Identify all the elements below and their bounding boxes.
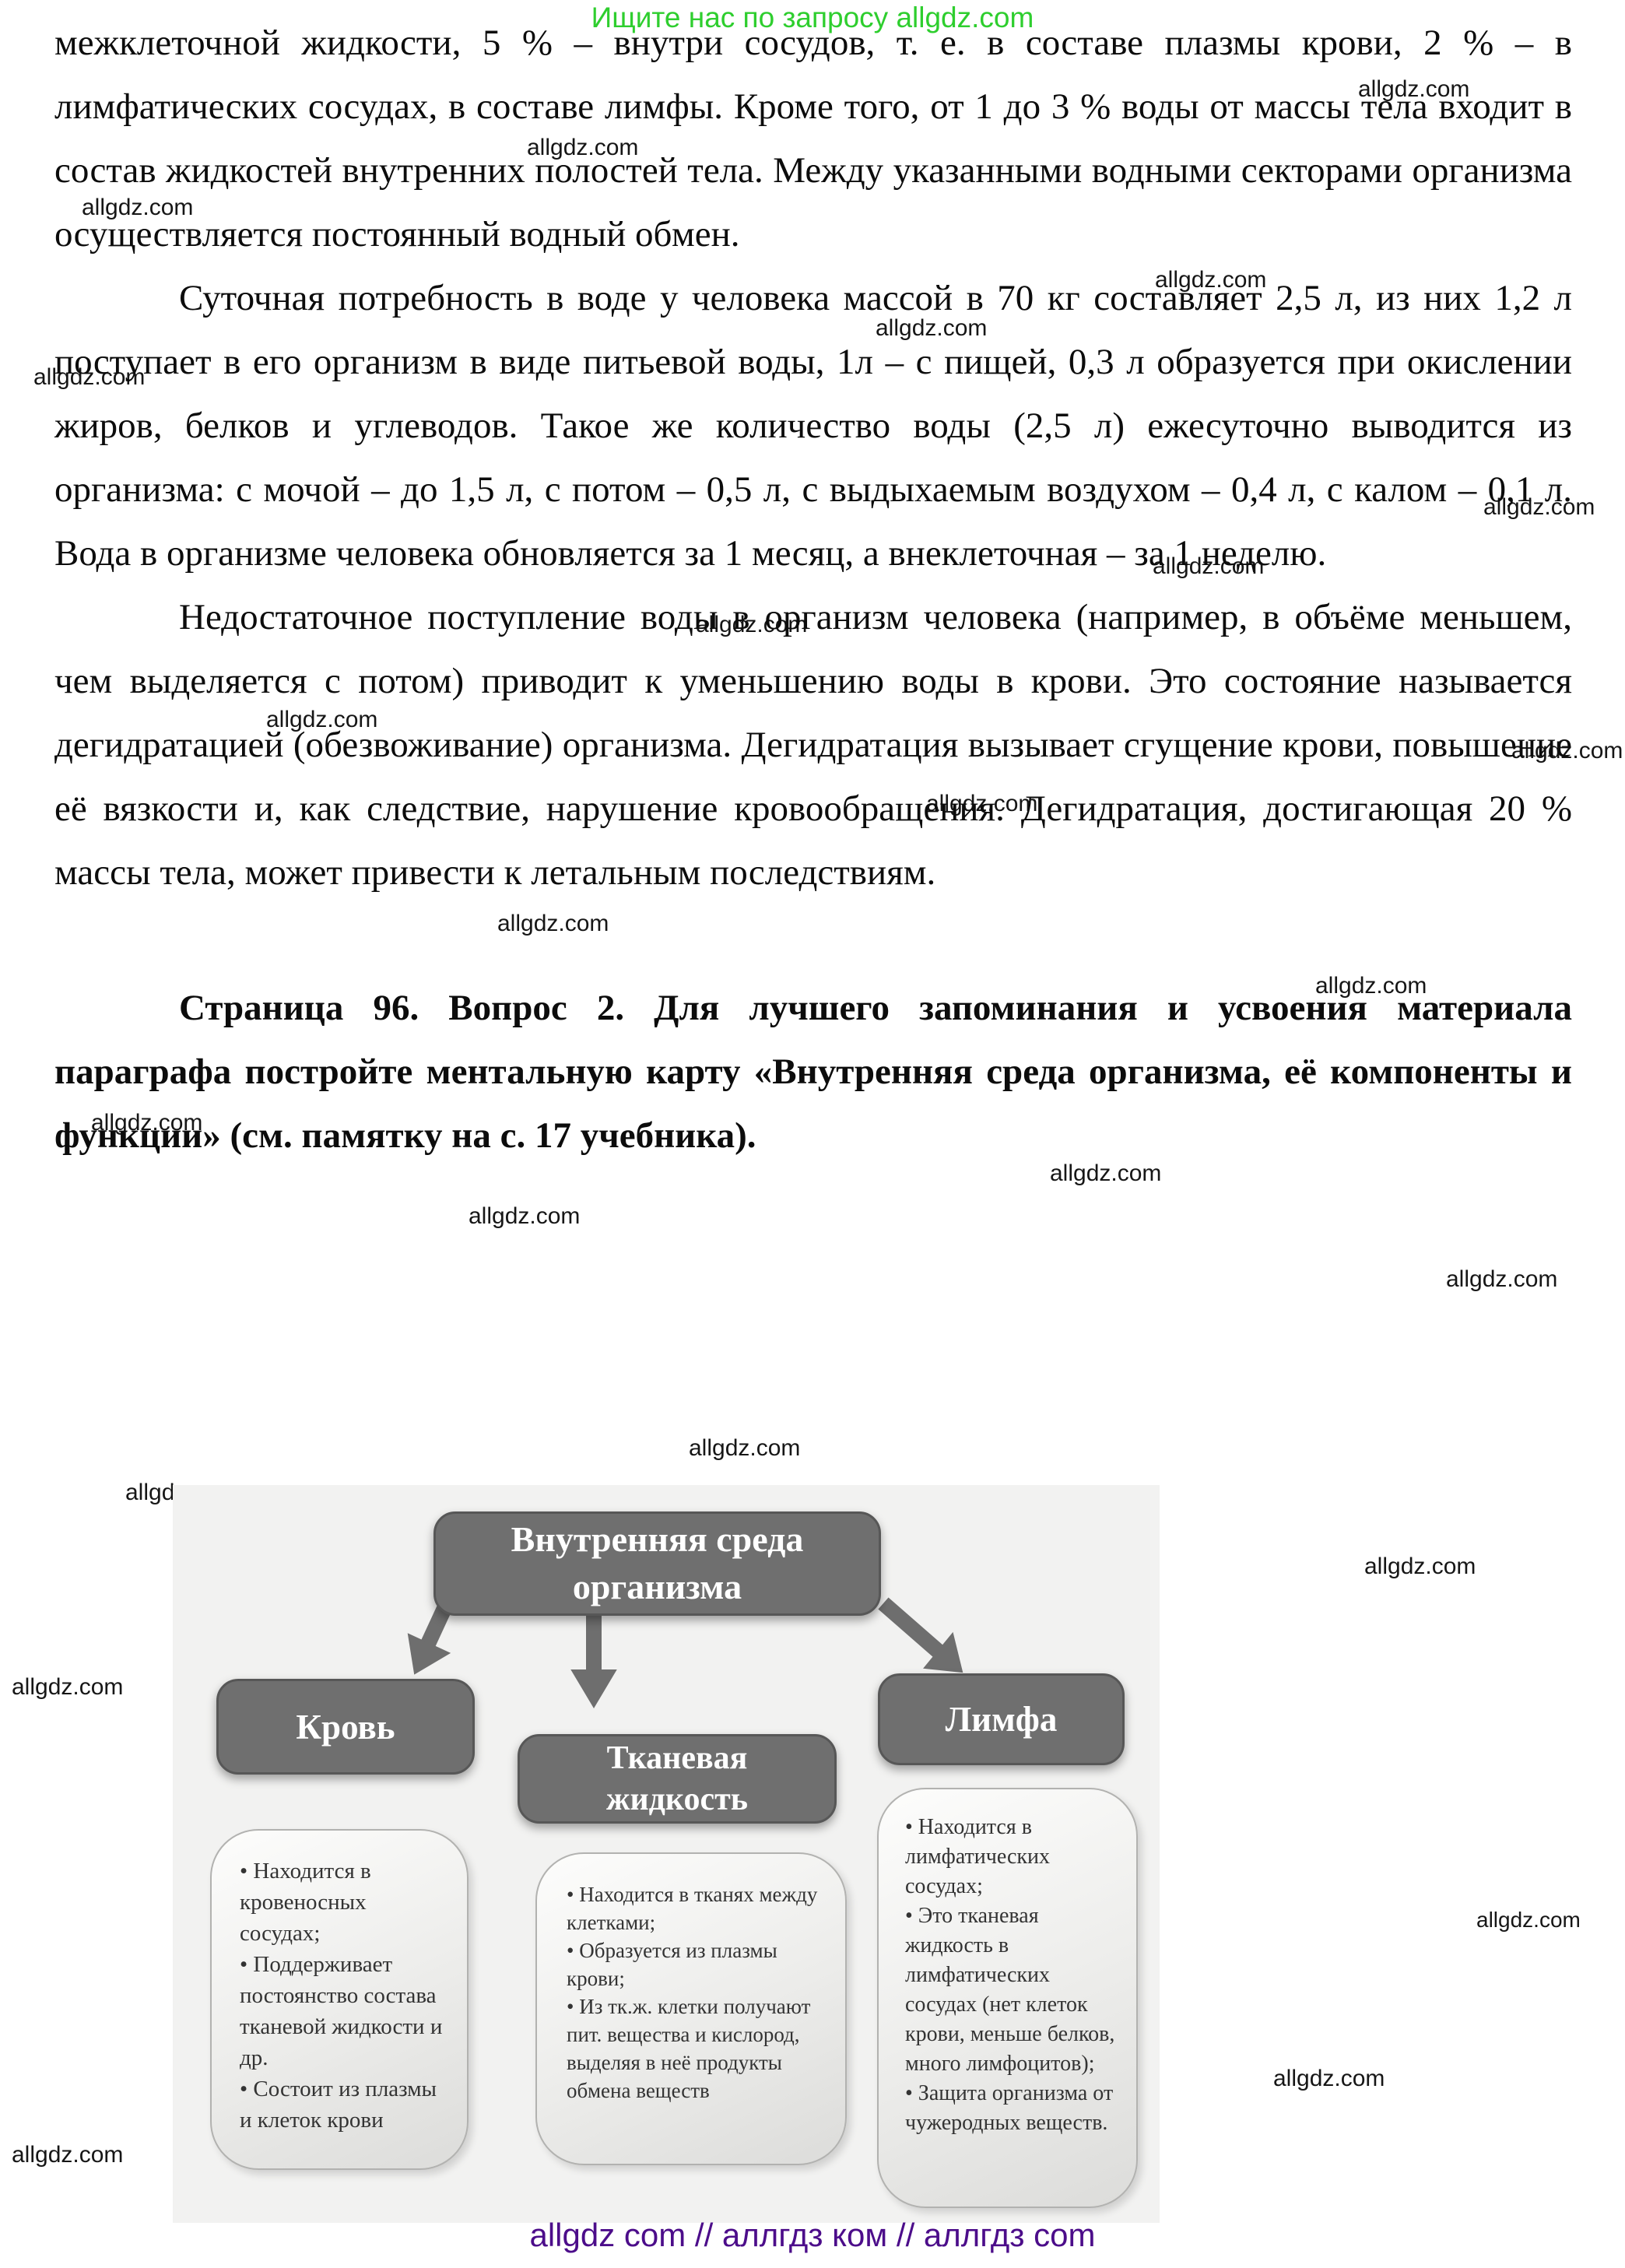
watermark: allgdz.com xyxy=(926,791,1038,816)
top-banner: Ищите нас по запросу allgdz.com xyxy=(591,2,1034,33)
lymph-point: • Защита организма от чужеродных веществ… xyxy=(905,2081,1114,2135)
lymph-point: • Находится в лимфатических сосудах; xyxy=(905,1815,1050,1898)
watermark: allgdz.com xyxy=(1155,267,1267,293)
watermark: allgdz.com xyxy=(12,2142,124,2168)
node-internal-environment: Внутренняя среда организма xyxy=(433,1511,881,1616)
watermark: allgdz.com xyxy=(527,135,639,160)
blood-point: • Поддерживает постоянство состава ткане… xyxy=(240,1952,443,2070)
watermark: allgdz.com xyxy=(876,315,988,341)
tissue-fluid-point: • Из тк.ж. клетки получают пит. вещества… xyxy=(567,1995,811,2102)
tissue-fluid-point: • Образуется из плазмы крови; xyxy=(567,1939,777,1990)
blood-point: • Состоит из плазмы и клеток крови xyxy=(240,2077,437,2133)
watermark: allgdz.com xyxy=(497,911,609,936)
watermark: allgdz.com xyxy=(696,612,808,637)
lymph-point: • Это тканевая жидкость в лимфатических … xyxy=(905,1904,1115,2076)
watermark: allgdz.com xyxy=(469,1203,581,1229)
tissue-fluid-point: • Находится в тканях между клетками; xyxy=(567,1883,818,1934)
node-blood: Кровь xyxy=(216,1679,475,1775)
watermark: allgdz.com xyxy=(266,707,378,732)
blood-point: • Находится в кровеносных сосудах; xyxy=(240,1859,371,1946)
watermark: allgdz.com xyxy=(1446,1266,1558,1292)
article-text: межклеточной жидкости, 5 % – внутри сосу… xyxy=(54,11,1572,1167)
lymph-points-box: • Находится в лимфатических сосудах; • Э… xyxy=(877,1788,1138,2208)
paragraph-daily-need: Суточная потребность в воде у человека м… xyxy=(54,278,1572,574)
watermark: allgdz.com xyxy=(689,1435,801,1461)
watermark: allgdz.com xyxy=(33,364,146,390)
watermark: allgdz.com xyxy=(1476,1908,1581,1932)
watermark: allgdz.com xyxy=(1511,738,1623,764)
watermark: allgdz.com xyxy=(82,195,194,220)
watermark: allgdz.com xyxy=(1153,553,1265,579)
tissue-fluid-points-box: • Находится в тканях между клетками; • О… xyxy=(535,1852,847,2165)
paragraph-question-2: Страница 96. Вопрос 2. Для лучшего запом… xyxy=(54,988,1572,1156)
node-lymph: Лимфа xyxy=(878,1673,1125,1765)
blood-points-box: • Находится в кровеносных сосудах; • Под… xyxy=(210,1829,469,2170)
node-tissue-fluid: Тканевая жидкость xyxy=(518,1734,837,1824)
bottom-banner: allgdz com // аллгдз ком // аллгдз com xyxy=(529,2217,1096,2253)
watermark: allgdz.com xyxy=(12,1674,124,1700)
watermark: allgdz.com xyxy=(1050,1160,1162,1186)
watermark: allgdz.com xyxy=(1358,76,1470,102)
mind-map-diagram: Внутренняя среда организма Кровь Тканева… xyxy=(173,1485,1160,2223)
paragraph-dehydration: Недостаточное поступление воды в организ… xyxy=(54,597,1572,893)
watermark: allgdz.com xyxy=(91,1110,203,1136)
watermark: allgdz.com xyxy=(1364,1554,1476,1579)
watermark: allgdz.com xyxy=(1315,973,1427,999)
watermark: allgdz.com xyxy=(1273,2066,1385,2091)
watermark: allgdz.com xyxy=(1483,494,1595,520)
paragraph-water-distribution: межклеточной жидкости, 5 % – внутри сосу… xyxy=(54,23,1572,255)
